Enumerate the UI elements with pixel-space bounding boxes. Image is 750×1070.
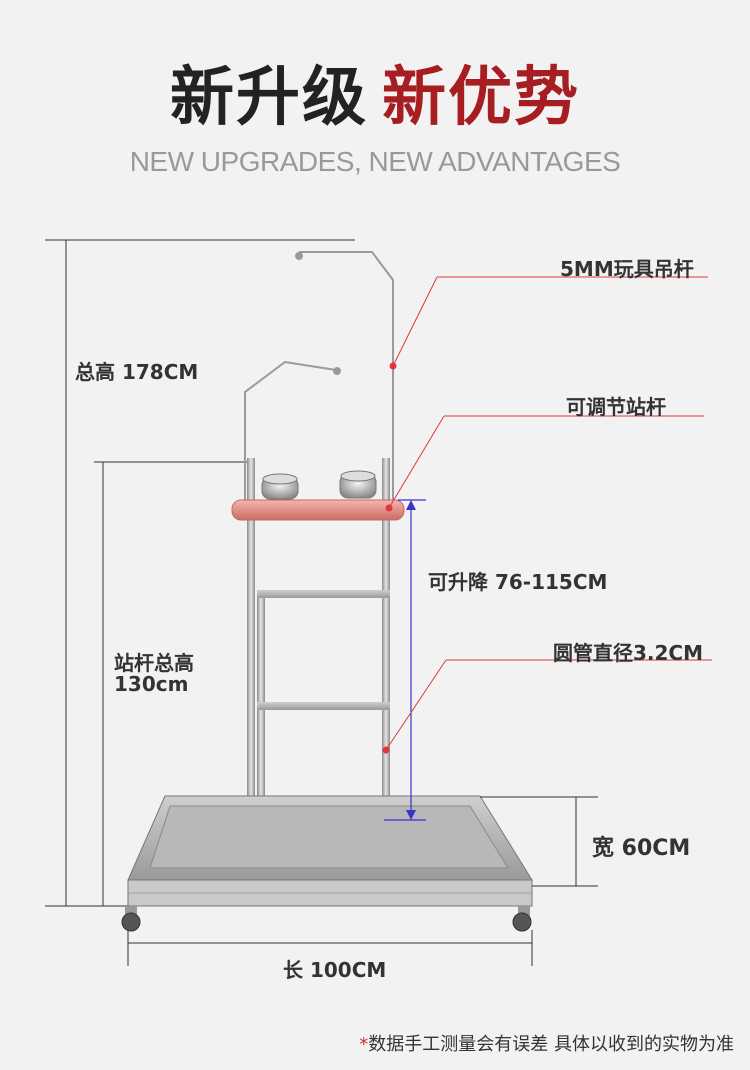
title-part1: 新升级 <box>170 61 368 135</box>
perch-height-dimension <box>94 461 250 906</box>
stand-frame <box>247 458 390 800</box>
label-tube-diameter: 圆管直径3.2CM <box>553 641 704 665</box>
width-dimension <box>480 796 598 887</box>
page-subtitle: NEW UPGRADES, NEW ADVANTAGES <box>129 146 621 177</box>
bottom-tray <box>127 795 533 907</box>
note-text: 数据手工测量会有误差 具体以收到的实物为准 <box>368 1034 734 1055</box>
note-star: * <box>359 1034 369 1055</box>
callout-tube-diameter <box>382 659 712 754</box>
label-length: 长 100CM <box>283 958 387 982</box>
length-dimension <box>127 930 533 966</box>
label-perch-height-value: 130cm <box>114 672 189 696</box>
lift-range-dimension <box>384 499 426 821</box>
caster-wheels <box>121 906 532 932</box>
callout-adjustable-perch <box>385 415 704 512</box>
title-part2: 新优势 <box>382 61 580 135</box>
adjustable-perch-bar <box>231 499 405 521</box>
measurement-note: *数据手工测量会有误差 具体以收到的实物为准 <box>359 1030 734 1056</box>
label-width: 宽 60CM <box>592 836 691 861</box>
toy-hanging-rod <box>244 251 394 500</box>
feeding-bowls <box>261 470 377 500</box>
label-lift-range: 可升降 76-115CM <box>428 570 608 594</box>
total-height-dimension <box>45 239 355 907</box>
label-adjustable-perch: 可调节站杆 <box>566 395 666 419</box>
label-total-height: 总高 178CM <box>75 360 199 384</box>
label-toy-rod: 5MM玩具吊杆 <box>560 257 694 281</box>
page-title: 新升级新优势 <box>0 58 750 138</box>
label-perch-height-title: 站杆总高 <box>114 651 194 675</box>
callout-toy-rod <box>389 276 708 370</box>
